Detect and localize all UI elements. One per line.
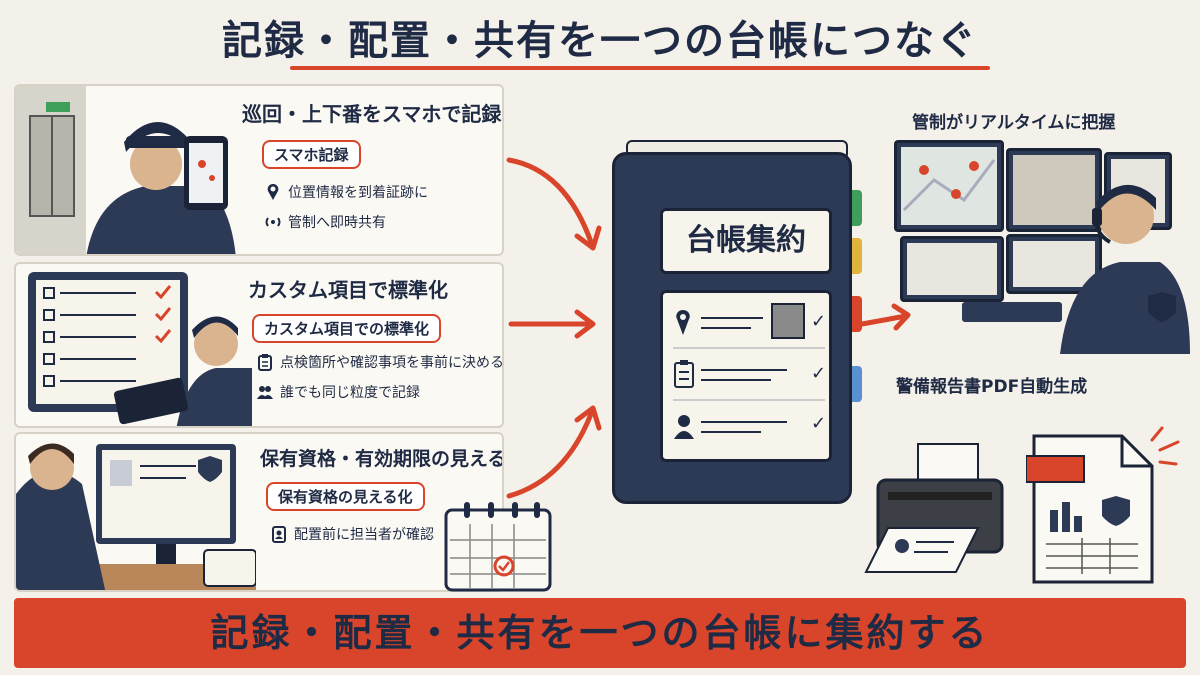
qualification-screen-illustration [16, 443, 256, 590]
feature-text: 点検箇所や確認事項を事前に決める [280, 355, 504, 371]
panel-tag: スマホ記録 [262, 140, 361, 169]
feature-text: 管制へ即時共有 [288, 215, 386, 231]
feature-item: 配置前に担当者が確認 [270, 524, 434, 544]
clipboard-icon [674, 360, 694, 388]
binder-row-checklist: ✓ [673, 351, 827, 401]
feature-item: 点検箇所や確認事項を事前に決める [256, 352, 504, 372]
check-icon: ✓ [811, 363, 827, 384]
report-heading: 警備報告書PDF自動生成 [896, 377, 1088, 397]
title-underline [290, 66, 990, 70]
footer-banner: 記録・配置・共有を一つの台帳に集約する [14, 598, 1186, 668]
printer-icon [864, 443, 1004, 573]
operator-headset-illustration [1060, 184, 1190, 354]
checklist-tablet-illustration [28, 272, 252, 426]
photo-thumbnail [771, 303, 805, 339]
guard-smartphone-illustration [16, 86, 236, 254]
calendar-icon [444, 502, 552, 592]
people-icon [257, 386, 273, 399]
pdf-report-icon [1026, 426, 1180, 584]
panel-tag: カスタム項目での標準化 [252, 314, 442, 343]
person-icon [674, 415, 694, 439]
binder-row-person: ✓ [673, 403, 827, 453]
binder-label: 台帳集約 [660, 208, 832, 274]
panel-heading: カスタム項目で標準化 [248, 278, 448, 302]
id-badge-icon [272, 526, 286, 543]
binder-card: ✓ ✓ ✓ [660, 290, 832, 462]
feature-text: 配置前に担当者が確認 [294, 527, 434, 543]
feature-item: 誰でも同じ粒度で記録 [256, 382, 420, 402]
feature-text: 誰でも同じ粒度で記録 [280, 385, 420, 401]
arrow-right-icon [859, 303, 911, 331]
arrow-right-icon [508, 309, 596, 339]
arrow-right-icon [506, 405, 602, 499]
panel-qualifications: 保有資格・有効期限の見える化 保有資格の見える化 配置前に担当者が確認 [14, 432, 504, 592]
map-screen-illustration [902, 159, 996, 212]
check-icon: ✓ [811, 413, 827, 434]
clipboard-icon [258, 354, 272, 371]
binder-row-location: ✓ [673, 299, 827, 349]
feature-text: 位置情報を到着証跡に [288, 185, 428, 201]
panel-smartphone-record: 巡回・上下番をスマホで記録 スマホ記録 位置情報を到着証跡に 管制へ即時共有 [14, 84, 504, 256]
feature-item: 管制へ即時共有 [264, 212, 386, 232]
location-pin-icon [676, 310, 690, 335]
broadcast-icon [265, 217, 281, 227]
monitor-heading: 管制がリアルタイムに把握 [912, 113, 1116, 133]
panel-tag: 保有資格の見える化 [266, 482, 425, 511]
page-title: 記録・配置・共有を一つの台帳につなぐ [222, 18, 978, 64]
panel-custom-fields: カスタム項目で標準化 カスタム項目での標準化 点検箇所や確認事項を事前に決める … [14, 262, 504, 428]
feature-item: 位置情報を到着証跡に [264, 182, 428, 202]
check-icon: ✓ [811, 311, 827, 332]
panel-heading: 保有資格・有効期限の見える化 [260, 448, 504, 470]
arrow-right-icon [506, 157, 602, 251]
location-pin-icon [267, 184, 279, 200]
panel-heading: 巡回・上下番をスマホで記録 [242, 102, 502, 126]
keyboard-illustration [962, 302, 1062, 322]
